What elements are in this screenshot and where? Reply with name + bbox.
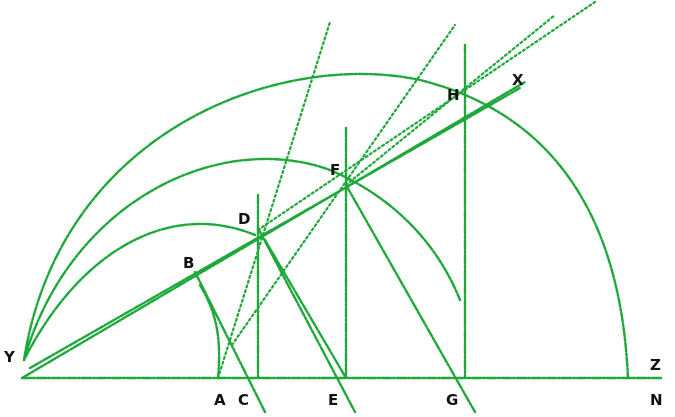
arc-medium <box>22 157 462 362</box>
label-x: X <box>512 71 524 89</box>
dotted-ray-2 <box>230 23 457 347</box>
label-f: F <box>330 161 340 179</box>
label-g: G <box>446 391 458 409</box>
label-h: H <box>447 86 460 104</box>
label-b: B <box>183 254 194 272</box>
dotted-ray-1 <box>216 20 332 380</box>
label-y: Y <box>3 348 16 366</box>
line-b-c <box>193 270 267 414</box>
diagonal-yx-parallel <box>28 86 522 370</box>
label-d: D <box>238 210 250 228</box>
label-a: A <box>214 391 226 409</box>
arc-large <box>22 72 630 380</box>
label-n: N <box>650 391 663 409</box>
dotted-ray-3 <box>256 0 597 232</box>
line-d-e <box>256 226 357 414</box>
line-d-f-shade <box>263 238 348 380</box>
arc-small <box>22 222 257 362</box>
label-z: Z <box>650 356 661 374</box>
dotted-ray-4 <box>344 13 557 187</box>
line-f-g <box>344 183 477 414</box>
label-e: E <box>328 391 338 409</box>
label-c: C <box>238 391 249 409</box>
diagonal-yx <box>20 80 527 380</box>
